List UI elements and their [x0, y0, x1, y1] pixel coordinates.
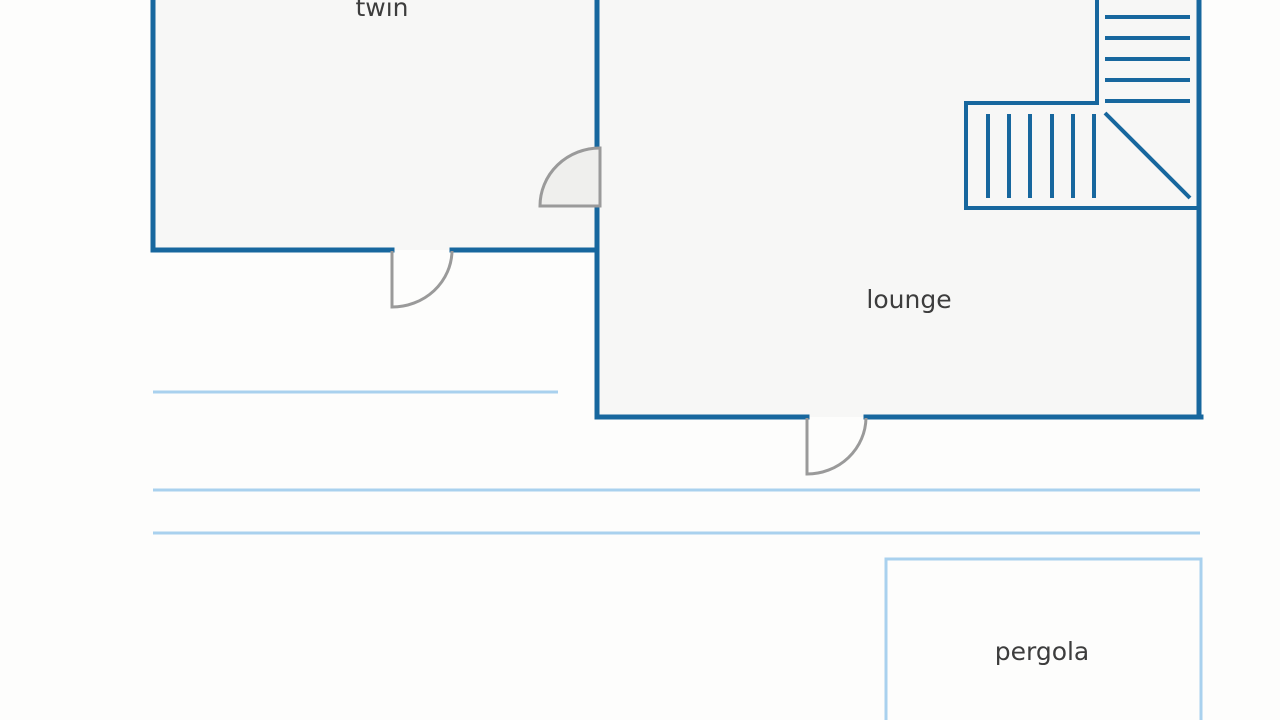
room-label-twin: twin: [355, 0, 408, 22]
stair-outline: [964, 0, 1199, 210]
outdoor-lines: [153, 390, 1203, 720]
room-label-lounge: lounge: [866, 285, 951, 314]
doors: [390, 146, 868, 476]
stair-diagonal: [1103, 111, 1192, 200]
door-lounge-outside: [805, 417, 868, 476]
door-twin-outside: [390, 250, 454, 309]
door-twin-lounge: [538, 146, 602, 208]
room-label-pergola: pergola: [995, 637, 1090, 666]
twin-room: [153, 0, 597, 250]
walls: [150, 0, 1204, 420]
staircase: [964, 0, 1199, 210]
pergola-outline: [884, 557, 1203, 720]
